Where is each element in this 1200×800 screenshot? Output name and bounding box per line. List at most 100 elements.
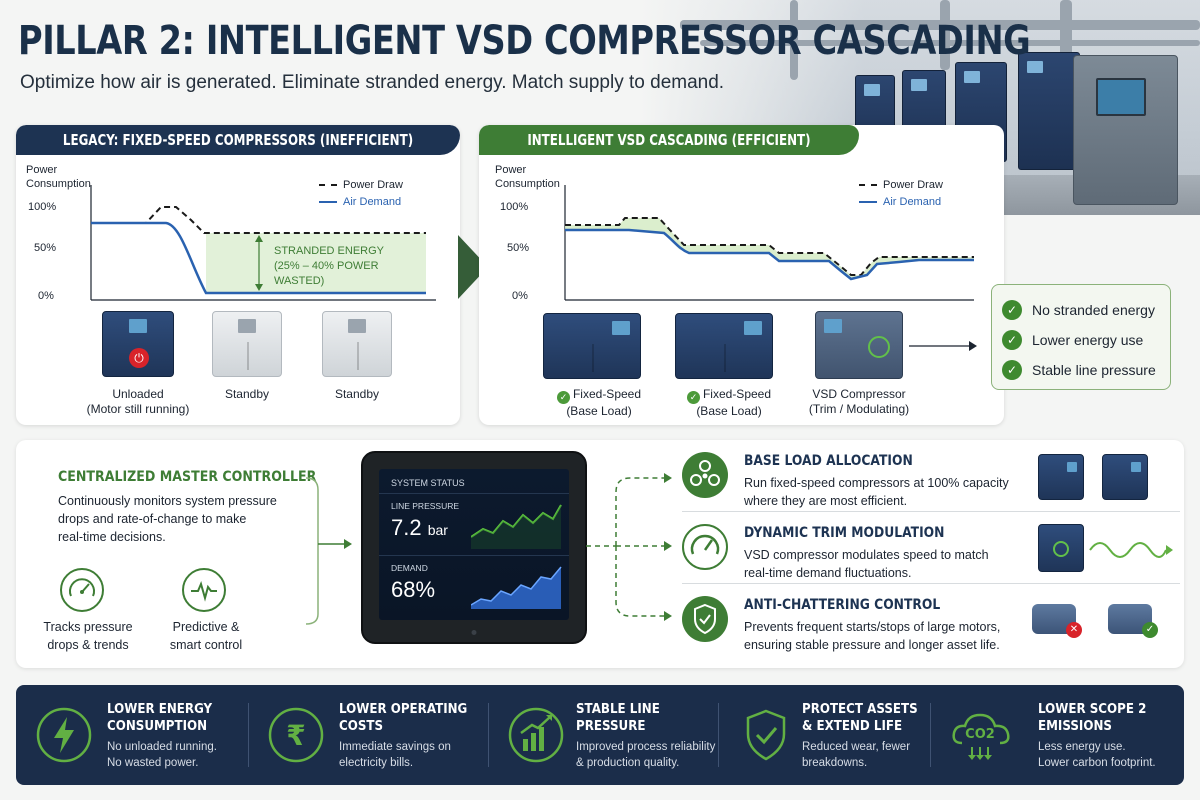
vsd-air-demand-line xyxy=(565,228,974,281)
vsd-panel-header: INTELLIGENT VSD CASCADING (EFFICIENT) xyxy=(479,125,859,155)
vsd-gauge-icon xyxy=(868,336,890,358)
separator xyxy=(248,703,249,767)
vsd-panel: INTELLIGENT VSD CASCADING (EFFICIENT) Po… xyxy=(479,125,1004,425)
separator xyxy=(488,703,489,767)
separator xyxy=(930,703,931,767)
demand-value: 68% xyxy=(391,577,436,602)
separator xyxy=(718,703,719,767)
predictive-control-label: Predictive & smart control xyxy=(169,620,243,652)
vsd-legend: Power Draw Air Demand xyxy=(859,176,943,210)
legacy-y-axis-label: Power Consumption xyxy=(26,164,91,190)
motor-image: ✕ xyxy=(1032,604,1082,638)
standby-caption-2: Standby xyxy=(334,387,380,401)
outcome-assets: PROTECT ASSETS& EXTEND LIFE Reduced wear… xyxy=(734,685,934,785)
benefit-item: ✓Stable line pressure xyxy=(1002,355,1160,385)
legacy-tick-100: 100% xyxy=(28,201,57,213)
legacy-tick-0: 0% xyxy=(38,290,54,302)
legacy-tick-50: 50% xyxy=(34,242,57,254)
molecule-icon xyxy=(682,452,728,498)
benefit-item: ✓No stranded energy xyxy=(1002,295,1160,325)
strategy-connector-arrows xyxy=(586,473,672,621)
benefits-box: ✓No stranded energy ✓Lower energy use ✓S… xyxy=(991,284,1171,390)
tracks-pressure-label: Tracks pressure drops & trends xyxy=(43,620,133,652)
check-icon: ✓ xyxy=(1142,622,1158,638)
fixed-speed-caption-2: ✓Fixed-Speed (Base Load) xyxy=(659,387,799,419)
power-off-icon: ⏻ xyxy=(129,348,149,368)
controller-section: CENTRALIZED MASTER CONTROLLER Continuous… xyxy=(16,440,1184,668)
strategy-title: BASE LOAD ALLOCATION xyxy=(744,453,913,469)
system-status-label: SYSTEM STATUS xyxy=(391,478,465,488)
legacy-chart xyxy=(90,185,436,301)
strategy-description: Run fixed-speed compressors at 100% capa… xyxy=(744,476,1009,508)
controller-bracket xyxy=(305,477,352,625)
check-icon: ✓ xyxy=(1002,360,1022,380)
benefit-item: ✓Lower energy use xyxy=(1002,325,1160,355)
fixed-speed-caption-1: ✓Fixed-Speed (Base Load) xyxy=(529,387,669,419)
bar-chart-icon xyxy=(504,703,568,767)
vsd-power-draw-line xyxy=(565,217,974,276)
vsd-tick-0: 0% xyxy=(512,290,528,302)
check-icon: ✓ xyxy=(556,391,570,404)
tablet-screen: SYSTEM STATUS LINE PRESSURE 7.2 bar DEMA… xyxy=(379,469,569,620)
vsd-chart xyxy=(564,185,974,301)
legacy-panel-header: LEGACY: FIXED-SPEED COMPRESSORS (INEFFIC… xyxy=(16,125,460,155)
controller-tablet: SYSTEM STATUS LINE PRESSURE 7.2 bar DEMA… xyxy=(361,451,587,644)
fixed-speed-compressor-image-2 xyxy=(675,313,773,379)
legacy-air-demand-line xyxy=(91,221,426,295)
standby-compressor-image-1 xyxy=(212,311,282,377)
strategy-description: Prevents frequent starts/stops of large … xyxy=(744,620,1001,652)
unloaded-caption: Unloaded (Motor still running) xyxy=(86,387,190,416)
standby-compressor-image-2 xyxy=(322,311,392,377)
vsd-compressor-image xyxy=(815,311,903,379)
pulse-icon xyxy=(182,568,226,612)
pressure-sparkline xyxy=(471,504,562,549)
divider xyxy=(682,583,1180,584)
lightning-icon xyxy=(32,703,96,767)
rupee-icon: ₹ xyxy=(264,703,328,767)
legacy-power-draw-line xyxy=(91,206,426,234)
gauge-icon xyxy=(682,524,728,570)
shield-check-icon xyxy=(682,596,728,642)
line-pressure-value: 7.2 bar xyxy=(391,515,448,540)
strategy-title: DYNAMIC TRIM MODULATION xyxy=(744,525,945,541)
vsd-y-axis-label: Power Consumption xyxy=(495,164,560,190)
legacy-legend: Power Draw Air Demand xyxy=(319,176,403,210)
controller-title: CENTRALIZED MASTER CONTROLLER xyxy=(58,469,317,485)
stranded-energy-area xyxy=(206,233,426,293)
vsd-tick-100: 100% xyxy=(500,201,529,213)
demand-label: DEMAND xyxy=(391,563,428,573)
divider xyxy=(682,511,1180,512)
motor-image: ✓ xyxy=(1108,604,1158,638)
vsd-compressor-image xyxy=(1038,524,1084,572)
page-title: PILLAR 2: INTELLIGENT VSD COMPRESSOR CAS… xyxy=(18,18,1031,64)
stranded-energy-annotation: STRANDED ENERGY (25% – 40% POWER WASTED) xyxy=(274,245,385,287)
fixed-speed-compressor-image-1 xyxy=(543,313,641,379)
check-icon: ✓ xyxy=(1002,300,1022,320)
demand-area-chart xyxy=(471,566,562,609)
svg-text:₹: ₹ xyxy=(286,719,305,752)
compressor-image xyxy=(1038,454,1084,500)
strategy-title: ANTI-CHATTERING CONTROL xyxy=(744,597,941,613)
speedometer-icon xyxy=(60,568,104,612)
page-subtitle: Optimize how air is generated. Eliminate… xyxy=(20,72,725,93)
legacy-panel: LEGACY: FIXED-SPEED COMPRESSORS (INEFFIC… xyxy=(16,125,460,425)
sine-wave-icon xyxy=(1089,542,1173,558)
shield-check-icon xyxy=(734,703,798,767)
strategy-description: VSD compressor modulates speed to match … xyxy=(744,548,989,580)
vsd-to-benefits-arrow xyxy=(909,341,977,351)
x-icon: ✕ xyxy=(1066,622,1082,638)
vsd-caption: VSD Compressor (Trim / Modulating) xyxy=(808,387,910,416)
standby-caption-1: Standby xyxy=(224,387,270,401)
vsd-tick-50: 50% xyxy=(507,242,530,254)
check-icon: ✓ xyxy=(686,391,700,404)
unloaded-compressor-image: ⏻ xyxy=(102,311,174,377)
line-pressure-label: LINE PRESSURE xyxy=(391,501,460,511)
compressor-image xyxy=(1102,454,1148,500)
co2-cloud-icon: CO2 xyxy=(948,703,1012,767)
check-icon: ✓ xyxy=(1002,330,1022,350)
